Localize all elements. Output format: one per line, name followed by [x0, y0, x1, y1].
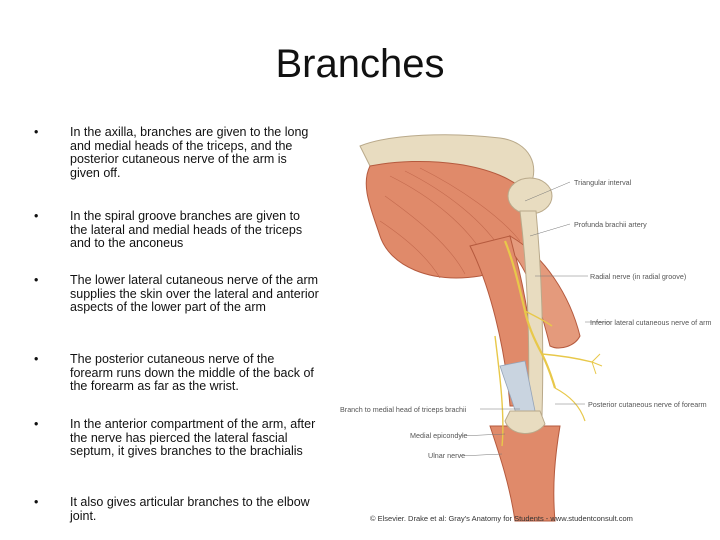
label-triangular-interval: Triangular interval: [574, 178, 632, 187]
bullet-marker: •: [34, 273, 39, 287]
label-inferior-lateral: Inferior lateral cutaneous nerve of arm: [590, 318, 712, 327]
anatomy-figure: Triangular interval Profunda brachii art…: [330, 126, 720, 526]
slide-title: Branches: [275, 42, 445, 86]
forearm-muscles: [489, 425, 561, 522]
bullet-marker: •: [34, 417, 39, 431]
leader-lines: [459, 181, 610, 457]
bullet-text: In the anterior compartment of the arm, …: [70, 417, 316, 459]
label-branch-medial-head: Branch to medial head of triceps brachii: [340, 405, 467, 414]
bullet-marker: •: [34, 352, 39, 366]
ulnar-nerve: [494, 335, 504, 447]
bullet-text: The posterior cutaneous nerve of the for…: [70, 352, 314, 394]
figure-credit: © Elsevier. Drake et al: Gray's Anatomy …: [370, 514, 633, 523]
label-profunda-brachii: Profunda brachii artery: [574, 220, 647, 229]
bullet-marker: •: [34, 209, 39, 223]
arm-illustration: [359, 134, 610, 522]
label-radial-nerve: Radial nerve (in radial groove): [590, 272, 687, 281]
nerve-branch: [541, 353, 593, 363]
olecranon-bone: [504, 410, 546, 434]
bullet-marker: •: [34, 495, 39, 509]
label-posterior-cutaneous: Posterior cutaneous nerve of forearm: [588, 400, 707, 409]
bullet-text: The lower lateral cutaneous nerve of the…: [70, 273, 319, 315]
nerve-branch: [591, 353, 603, 375]
nerve-branch: [554, 387, 586, 422]
humerus-head: [507, 177, 553, 215]
nerve-branch: [524, 310, 553, 327]
label-ulnar-nerve: Ulnar nerve: [428, 451, 466, 460]
radial-nerve: [503, 240, 557, 389]
bullet-text: It also gives articular branches to the …: [70, 495, 310, 523]
bullet-text: In the axilla, branches are given to the…: [70, 125, 309, 180]
bullet-text: In the spiral groove branches are given …: [70, 209, 303, 251]
label-medial-epicondyle: Medial epicondyle: [410, 431, 468, 440]
bullet-marker: •: [34, 125, 39, 139]
